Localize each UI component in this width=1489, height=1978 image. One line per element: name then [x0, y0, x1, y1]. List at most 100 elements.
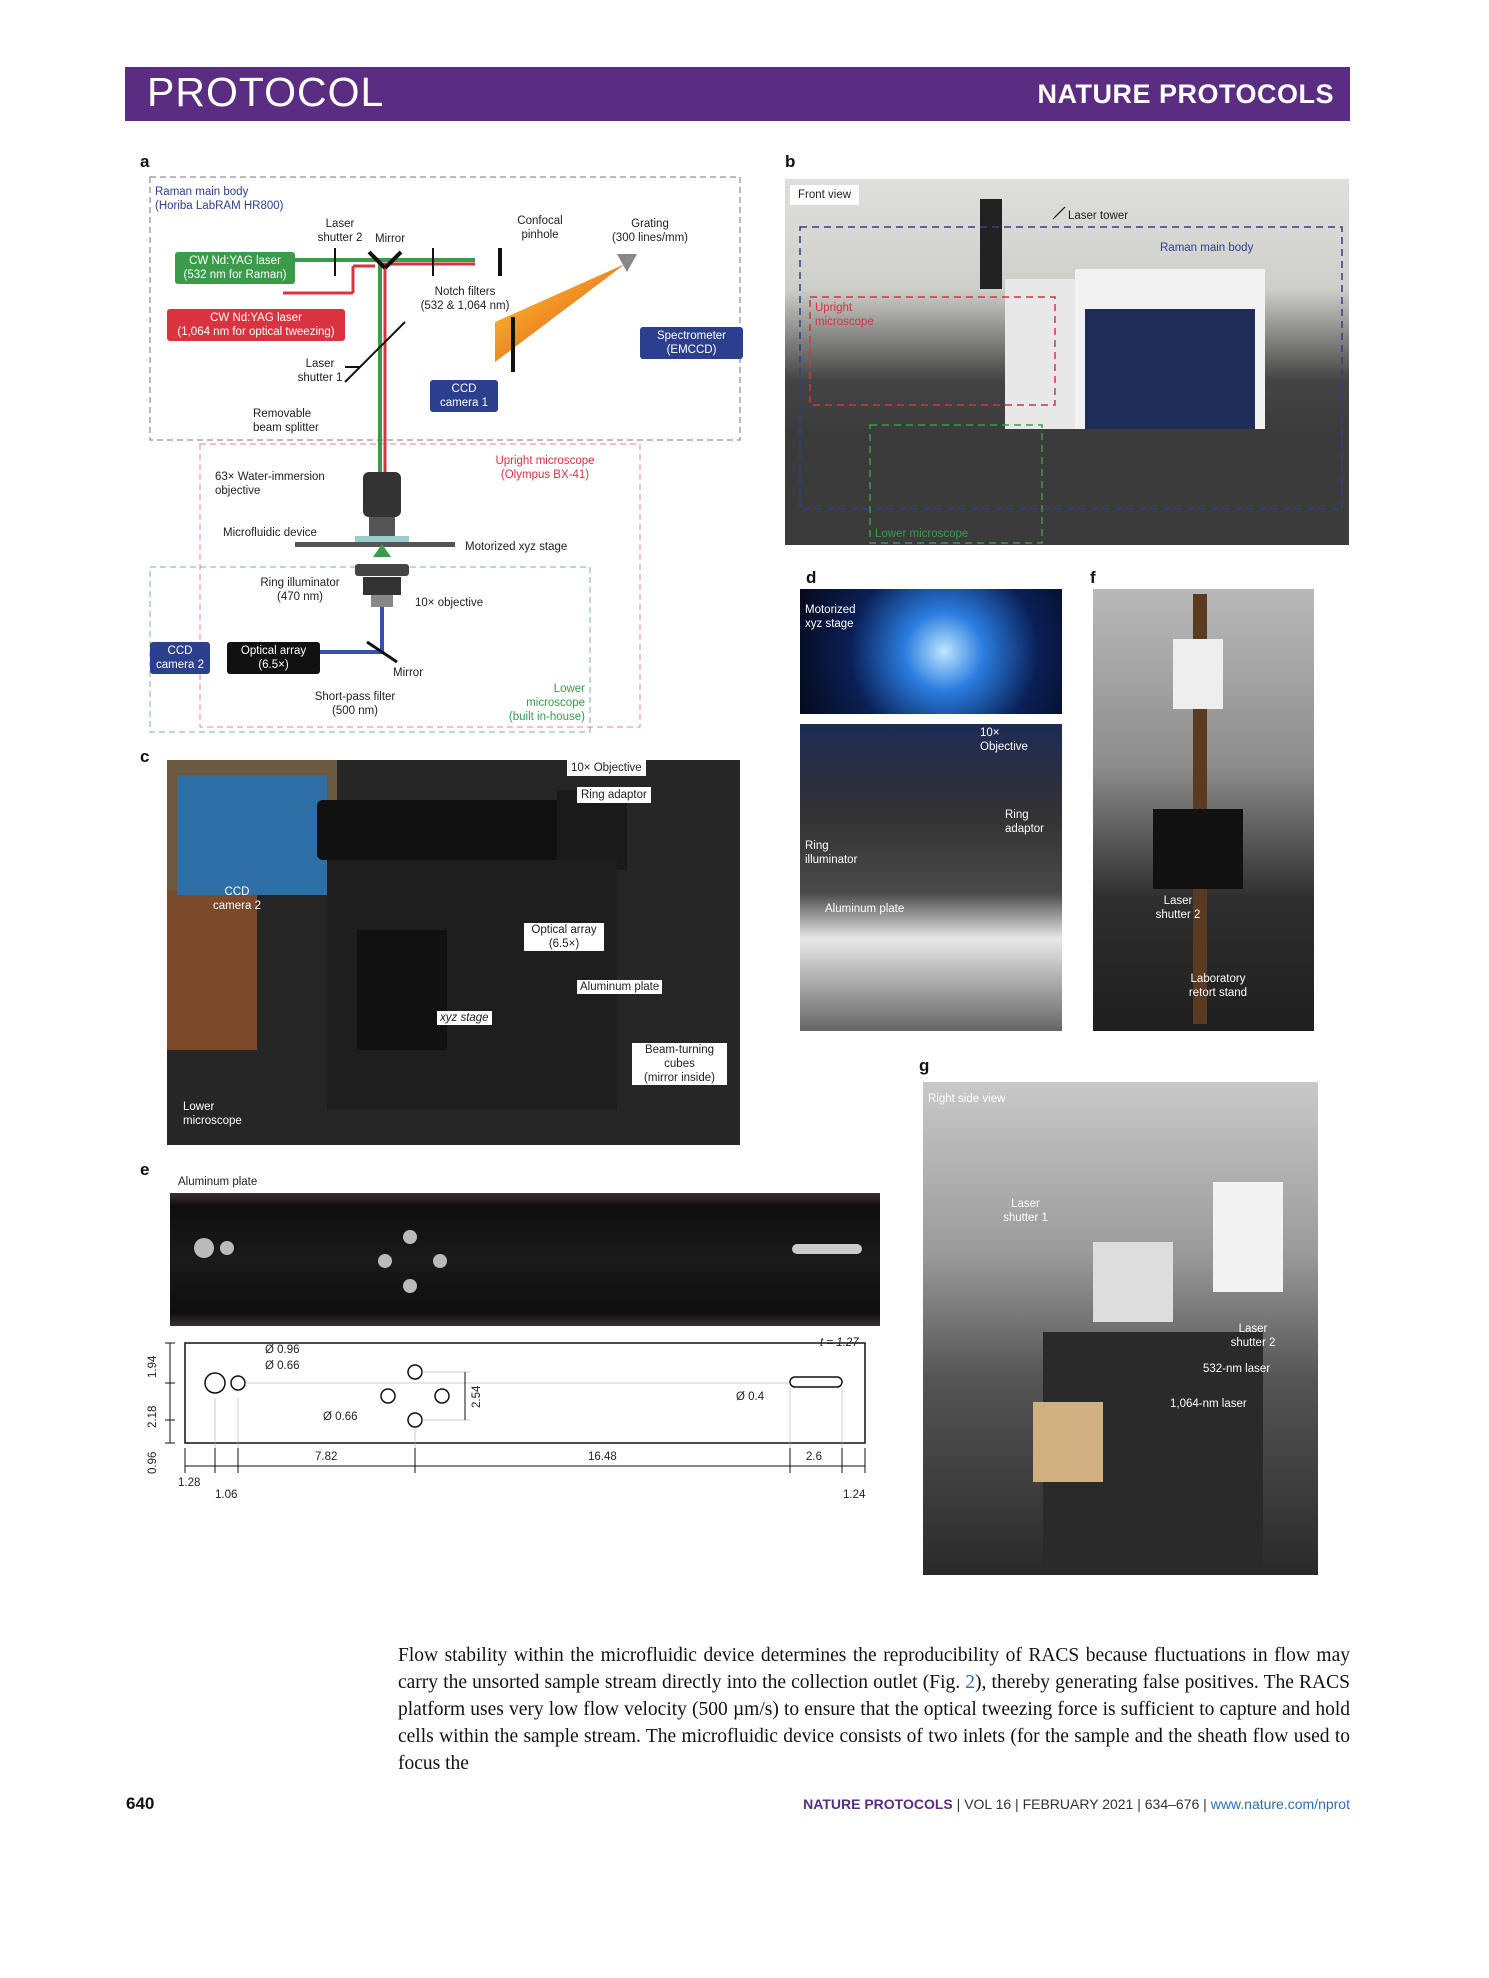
panel-c-photo: 10× Objective Ring adaptor CCD camera 2 …	[167, 760, 740, 1145]
label-left-dim-2: 2.18	[147, 1405, 159, 1428]
label-xyz-stage-c: xyz stage	[437, 1011, 492, 1025]
optical-array-box: Optical array (6.5×)	[227, 642, 320, 674]
label-front-view: Front view	[790, 185, 860, 205]
label-laser-shutter-1: Laser shutter 1	[297, 358, 343, 384]
label-retort-stand: Laboratory retort stand	[1188, 973, 1248, 999]
panel-d-top-photo: Motorized xyz stage	[800, 589, 1062, 714]
panel-d-bottom-photo: 10× Objective Ring adaptor Ring illumina…	[800, 724, 1062, 1031]
label-lower-microscope-c: Lower microscope	[183, 1101, 242, 1127]
label-mirror-bottom: Mirror	[393, 667, 424, 679]
label-d066a: Ø 0.66	[265, 1360, 300, 1372]
panel-label-c: c	[140, 747, 150, 766]
label-microfluidic-device: Microfluidic device	[223, 527, 317, 539]
label-63x-objective: 63× Water-immersion objective	[215, 471, 325, 497]
label-10x-objective: 10× objective	[415, 597, 484, 609]
body-text-part-1: Flow stability within the microfluidic d…	[398, 1645, 1350, 1693]
label-ccd-camera-2-c: CCD camera 2	[213, 886, 261, 912]
upright-region	[199, 443, 641, 728]
page-number: 640	[126, 1794, 155, 1813]
label-d096: Ø 0.96	[265, 1344, 300, 1356]
footer-pages: 634–676	[1144, 1796, 1200, 1812]
label-bottom-dim-6: 1.24	[843, 1489, 866, 1501]
label-beam-splitter: Removable beam splitter	[253, 408, 319, 434]
section-title: PROTOCOL	[147, 69, 385, 115]
header-banner: PROTOCOL NATURE PROTOCOLS	[125, 67, 1350, 121]
label-left-dim-1: 1.94	[147, 1355, 159, 1378]
label-aluminum-plate-c: Aluminum plate	[577, 980, 663, 994]
label-aluminum-plate-e: Aluminum plate	[178, 1176, 258, 1188]
panel-label-f: f	[1090, 568, 1096, 587]
label-lower-microscope-b: Lower microscope	[875, 528, 969, 540]
label-dim-254: 2.54	[471, 1385, 483, 1408]
label-bottom-dim-4: 16.48	[588, 1451, 617, 1463]
label-ring-adaptor-d: Ring adaptor	[1005, 809, 1045, 835]
footer-sep: |	[952, 1796, 965, 1812]
raman-body-region	[149, 176, 741, 441]
figure-reference-link[interactable]: 2	[965, 1672, 976, 1693]
label-laser-shutter-2-g: Laser shutter 2	[1230, 1323, 1276, 1349]
label-532-laser: 532-nm laser	[1203, 1363, 1271, 1375]
label-bottom-dim-2: 1.06	[215, 1489, 238, 1501]
label-10x-objective-c: 10× Objective	[567, 760, 646, 776]
footer-volume: VOL 16	[964, 1796, 1012, 1812]
panel-label-b: b	[785, 152, 796, 171]
optical-schematic	[149, 176, 741, 733]
journal-title: NATURE PROTOCOLS	[1037, 79, 1334, 109]
label-upright-microscope-b: Upright microscope	[815, 302, 874, 328]
ccd-camera-2-box: CCD camera 2	[150, 642, 210, 674]
label-motorized-stage-d: Motorized xyz stage	[805, 604, 856, 630]
footer-date: FEBRUARY 2021	[1022, 1796, 1134, 1812]
label-optical-array-c: Optical array (6.5×)	[524, 923, 604, 951]
label-lower-microscope: Lower microscope (built in-house)	[508, 683, 585, 723]
label-aluminum-plate-d: Aluminum plate	[825, 903, 905, 915]
label-10x-objective-d: 10× Objective	[980, 727, 1028, 753]
label-bottom-dim-5: 2.6	[806, 1451, 822, 1463]
label-motorized-stage: Motorized xyz stage	[465, 541, 568, 553]
panel-label-a: a	[140, 152, 150, 171]
label-raman-body: Raman main body (Horiba LabRAM HR800)	[155, 186, 284, 212]
cw-1064-laser-box: CW Nd:YAG laser (1,064 nm for optical tw…	[167, 309, 345, 341]
label-upright-microscope: Upright microscope (Olympus BX-41)	[495, 455, 595, 481]
panel-label-g: g	[919, 1056, 930, 1075]
label-left-dim-3: 0.96	[147, 1451, 159, 1474]
label-laser-tower: Laser tower	[1068, 210, 1129, 222]
label-mirror-top: Mirror	[375, 233, 406, 245]
label-laser-shutter-2: Laser shutter 2	[317, 218, 363, 244]
label-ring-illuminator: Ring illuminator (470 nm)	[260, 577, 340, 603]
body-paragraph: Flow stability within the microfluidic d…	[398, 1642, 1350, 1777]
label-bottom-dim-1: 1.28	[178, 1477, 201, 1489]
label-right-side-view: Right side view	[928, 1093, 1006, 1105]
panel-label-d: d	[806, 568, 817, 587]
footer-sep: |	[1199, 1796, 1211, 1812]
label-shortpass-filter: Short-pass filter (500 nm)	[314, 691, 396, 717]
aluminum-plate-photo	[170, 1193, 880, 1326]
plate-technical-drawing	[165, 1342, 866, 1473]
label-beam-turning-cubes: Beam-turning cubes (mirror inside)	[632, 1043, 727, 1085]
label-notch-filters: Notch filters (532 & 1,064 nm)	[420, 286, 510, 312]
label-laser-shutter-1-g: Laser shutter 1	[1003, 1198, 1048, 1224]
label-ring-adaptor-c: Ring adaptor	[577, 787, 651, 803]
footer-citation: NATURE PROTOCOLS | VOL 16 | FEBRUARY 202…	[760, 1796, 1350, 1812]
label-thickness: t = 1.27	[820, 1337, 859, 1349]
footer-url-link[interactable]: www.nature.com/nprot	[1210, 1796, 1350, 1812]
label-d04: Ø 0.4	[736, 1391, 765, 1403]
label-confocal: Confocal pinhole	[517, 215, 563, 241]
panel-f-photo: Laser shutter 2 Laboratory retort stand	[1093, 589, 1314, 1031]
footer-journal: NATURE PROTOCOLS	[803, 1796, 953, 1812]
ccd-camera-1-box: CCD camera 1	[430, 380, 498, 412]
body-text-part-2: ), thereby generating false positives. T…	[398, 1672, 1350, 1774]
label-grating: Grating (300 lines/mm)	[611, 218, 689, 244]
cw-532-laser-box: CW Nd:YAG laser (532 nm for Raman)	[175, 252, 295, 284]
spectrometer-box: Spectrometer (EMCCD)	[640, 327, 743, 359]
panel-e-drawing: t = 1.27 Ø 0.96 Ø 0.66 Ø 0.66 Ø 0.4 2.54…	[140, 1337, 885, 1538]
panel-a-schematic: Raman main body (Horiba LabRAM HR800) La…	[145, 172, 745, 762]
label-laser-shutter-2-f: Laser shutter 2	[1155, 895, 1201, 921]
label-bottom-dim-3: 7.82	[315, 1451, 338, 1463]
label-1064-laser: 1,064-nm laser	[1170, 1398, 1247, 1410]
panel-label-e: e	[140, 1160, 150, 1179]
panel-g-photo: Right side view Laser shutter 1 Laser sh…	[923, 1082, 1318, 1575]
label-ring-illuminator-d: Ring illuminator	[805, 840, 858, 866]
label-raman-main-body: Raman main body	[1160, 242, 1254, 254]
label-d066b: Ø 0.66	[323, 1411, 358, 1423]
footer-sep: |	[1133, 1796, 1145, 1812]
